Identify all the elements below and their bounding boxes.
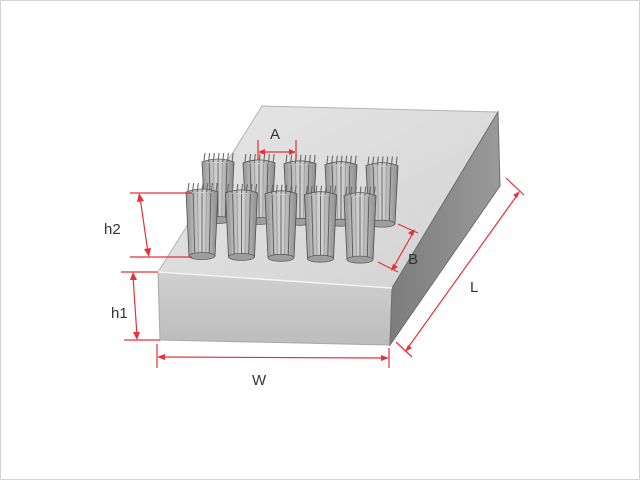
block-side-face xyxy=(389,110,501,347)
dimension-l xyxy=(395,177,525,358)
label-b: B xyxy=(408,251,418,268)
dimension-lines xyxy=(121,140,525,368)
bristle-tuft xyxy=(225,183,258,261)
label-h1: h1 xyxy=(111,305,128,322)
dimension-h1 xyxy=(121,271,160,341)
dimension-a xyxy=(257,140,297,160)
bristle-tuft xyxy=(264,184,298,262)
dimension-h2 xyxy=(130,192,192,258)
bristle-tuft xyxy=(304,185,337,263)
label-h2: h2 xyxy=(104,221,121,238)
block-edge-highlight xyxy=(157,271,393,289)
bristle-tufts xyxy=(185,152,399,264)
label-a: A xyxy=(270,126,280,143)
label-l: L xyxy=(470,279,478,296)
bristle-tuft xyxy=(185,182,219,260)
label-w: W xyxy=(252,372,267,389)
dimension-labels: A h2 h1 W L B xyxy=(104,126,478,389)
dimension-w xyxy=(156,344,390,368)
bristle-tuft xyxy=(343,186,377,264)
dimension-b xyxy=(377,223,419,273)
